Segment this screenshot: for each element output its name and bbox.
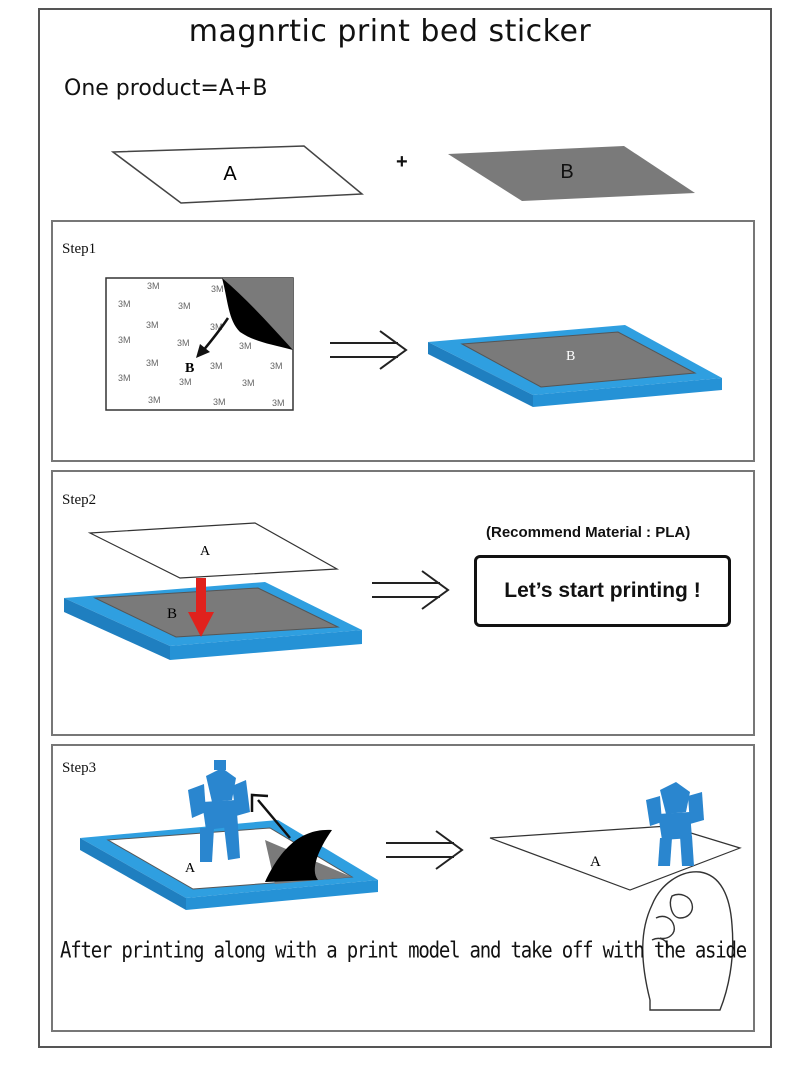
backing-3m-marks: 3M 3M 3M 3M 3M 3M 3M 3M 3M 3M 3M 3M 3M 3… xyxy=(118,281,285,408)
svg-text:3M: 3M xyxy=(178,301,191,311)
peeled-corner-black xyxy=(222,278,293,350)
step1-label: Step1 xyxy=(62,241,97,257)
down-arrow-icon xyxy=(188,578,214,637)
sheet-a-shape xyxy=(110,145,364,204)
step1-print-bed xyxy=(428,325,722,407)
svg-text:3M: 3M xyxy=(179,377,192,387)
step3-note: After printing along with a print model … xyxy=(60,938,747,964)
step2-panel xyxy=(51,470,755,736)
svg-text:3M: 3M xyxy=(147,281,160,291)
start-printing-box: Let’s start printing ! xyxy=(474,555,731,627)
plus-sign: + xyxy=(396,151,408,173)
step3-double-arrow-icon xyxy=(386,830,464,870)
svg-text:3M: 3M xyxy=(210,322,223,332)
recommend-material: (Recommend Material : PLA) xyxy=(486,524,691,541)
svg-text:3M: 3M xyxy=(148,395,161,405)
peeled-sheet-curl xyxy=(265,829,332,882)
sheet-a-floating xyxy=(87,522,340,579)
step2-bed-label: B xyxy=(167,606,177,622)
svg-text:3M: 3M xyxy=(272,398,285,408)
svg-text:3M: 3M xyxy=(213,397,226,407)
step3-bed-label: A xyxy=(185,861,196,876)
svg-text:3M: 3M xyxy=(118,373,131,383)
svg-text:3M: 3M xyxy=(118,299,131,309)
step1-panel xyxy=(51,220,755,462)
robot-model-figure xyxy=(188,760,250,862)
peel-arrow-icon xyxy=(196,344,210,358)
svg-text:3M: 3M xyxy=(146,358,159,368)
svg-text:3M: 3M xyxy=(210,361,223,371)
lift-arrow-icon xyxy=(250,793,291,839)
step2-print-bed xyxy=(64,582,362,660)
step1-double-arrow-icon xyxy=(330,330,408,370)
sheet-a-label: A xyxy=(223,163,237,185)
step2-double-arrow-icon xyxy=(372,570,450,610)
start-printing-text: Let’s start printing ! xyxy=(504,579,701,602)
step1-bed-label: B xyxy=(566,349,575,364)
svg-text:3M: 3M xyxy=(118,335,131,345)
page-title: magnrtic print bed sticker xyxy=(188,14,592,49)
svg-text:3M: 3M xyxy=(177,338,190,348)
robot-model-figure-2 xyxy=(646,782,704,866)
svg-text:3M: 3M xyxy=(146,320,159,330)
svg-text:3M: 3M xyxy=(270,361,283,371)
page-frame xyxy=(38,8,772,1048)
step3-label: Step3 xyxy=(62,760,97,776)
svg-text:3M: 3M xyxy=(239,341,252,351)
sheet-b-shape xyxy=(448,146,695,201)
step1-sheet-label: B xyxy=(185,361,194,376)
svg-text:3M: 3M xyxy=(242,378,255,388)
product-formula: One product=A+B xyxy=(64,76,268,101)
hand-icon xyxy=(642,871,734,1011)
step3-panel xyxy=(51,744,755,1032)
removed-sheet xyxy=(489,825,742,891)
sheet-b-label: B xyxy=(560,161,573,183)
svg-text:3M: 3M xyxy=(211,284,224,294)
step3-sheet-label: A xyxy=(590,854,601,870)
step2-sheet-a-label: A xyxy=(200,544,211,559)
step2-label: Step2 xyxy=(62,492,97,508)
